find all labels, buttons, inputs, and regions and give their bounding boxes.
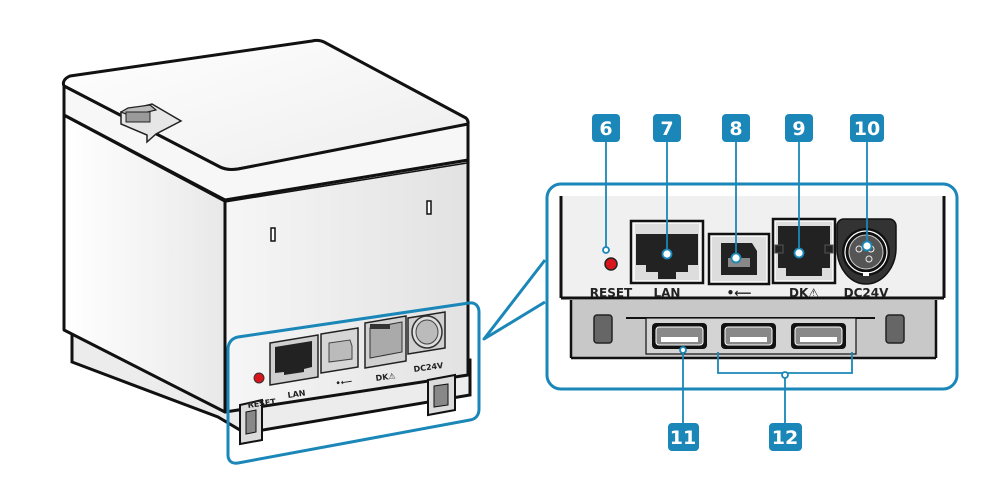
usb-a-port-2[interactable] — [721, 323, 776, 349]
usb-a-port-1[interactable] — [652, 323, 707, 349]
detail-callout: RESET LAN •⟵ DK⚠ DC24V — [545, 182, 959, 391]
label-reset-small: RESET — [247, 397, 277, 410]
label-dc: DC24V — [844, 286, 889, 300]
printer-illustration: RESET LAN •⟵ DK⚠ DC24V — [61, 38, 472, 446]
badge-10: 10 — [850, 114, 884, 142]
reset-led-small — [253, 372, 265, 384]
badge-9: 9 — [785, 114, 813, 142]
label-dk: DK⚠ — [789, 286, 819, 300]
printer-lid-seam — [65, 116, 468, 203]
badge-12: 12 — [769, 423, 802, 451]
dc-power-port[interactable] — [836, 218, 897, 285]
svg-text:9: 9 — [792, 118, 805, 140]
foot-slot-left — [593, 314, 613, 344]
foot-slot-right — [885, 314, 905, 344]
svg-text:7: 7 — [660, 118, 673, 140]
label-lan: LAN — [654, 286, 681, 300]
highlight-frame-small — [226, 301, 481, 465]
slot-right — [426, 200, 432, 215]
label-usb-small: •⟵ — [335, 377, 353, 388]
slot-left — [270, 227, 276, 242]
svg-text:11: 11 — [670, 427, 696, 449]
badge-7: 7 — [653, 114, 681, 142]
callout-leaders — [602, 142, 873, 423]
usb-a-port-3[interactable] — [791, 323, 846, 349]
label-dk-small: DK⚠ — [375, 371, 396, 383]
badge-8: 8 — [722, 114, 750, 142]
printer-lid-band — [62, 84, 470, 202]
zoom-connector — [482, 259, 547, 341]
label-dc-small: DC24V — [413, 361, 445, 374]
reset-button[interactable] — [604, 257, 618, 271]
svg-text:10: 10 — [854, 118, 880, 140]
label-usb: •⟵ — [727, 286, 752, 300]
badge-6: 6 — [592, 114, 620, 142]
dk-port[interactable] — [771, 217, 837, 285]
badge-11: 11 — [668, 423, 699, 451]
printer-rear-ports-small: RESET LAN •⟵ DK⚠ DC24V — [239, 311, 456, 446]
svg-text:12: 12 — [772, 427, 798, 449]
svg-text:6: 6 — [599, 118, 612, 140]
label-reset: RESET — [590, 286, 633, 300]
lid-latch — [119, 103, 183, 144]
label-lan-small: LAN — [287, 389, 306, 400]
svg-text:8: 8 — [729, 118, 742, 140]
callout-badges: 6 7 8 9 10 11 12 — [592, 114, 884, 451]
